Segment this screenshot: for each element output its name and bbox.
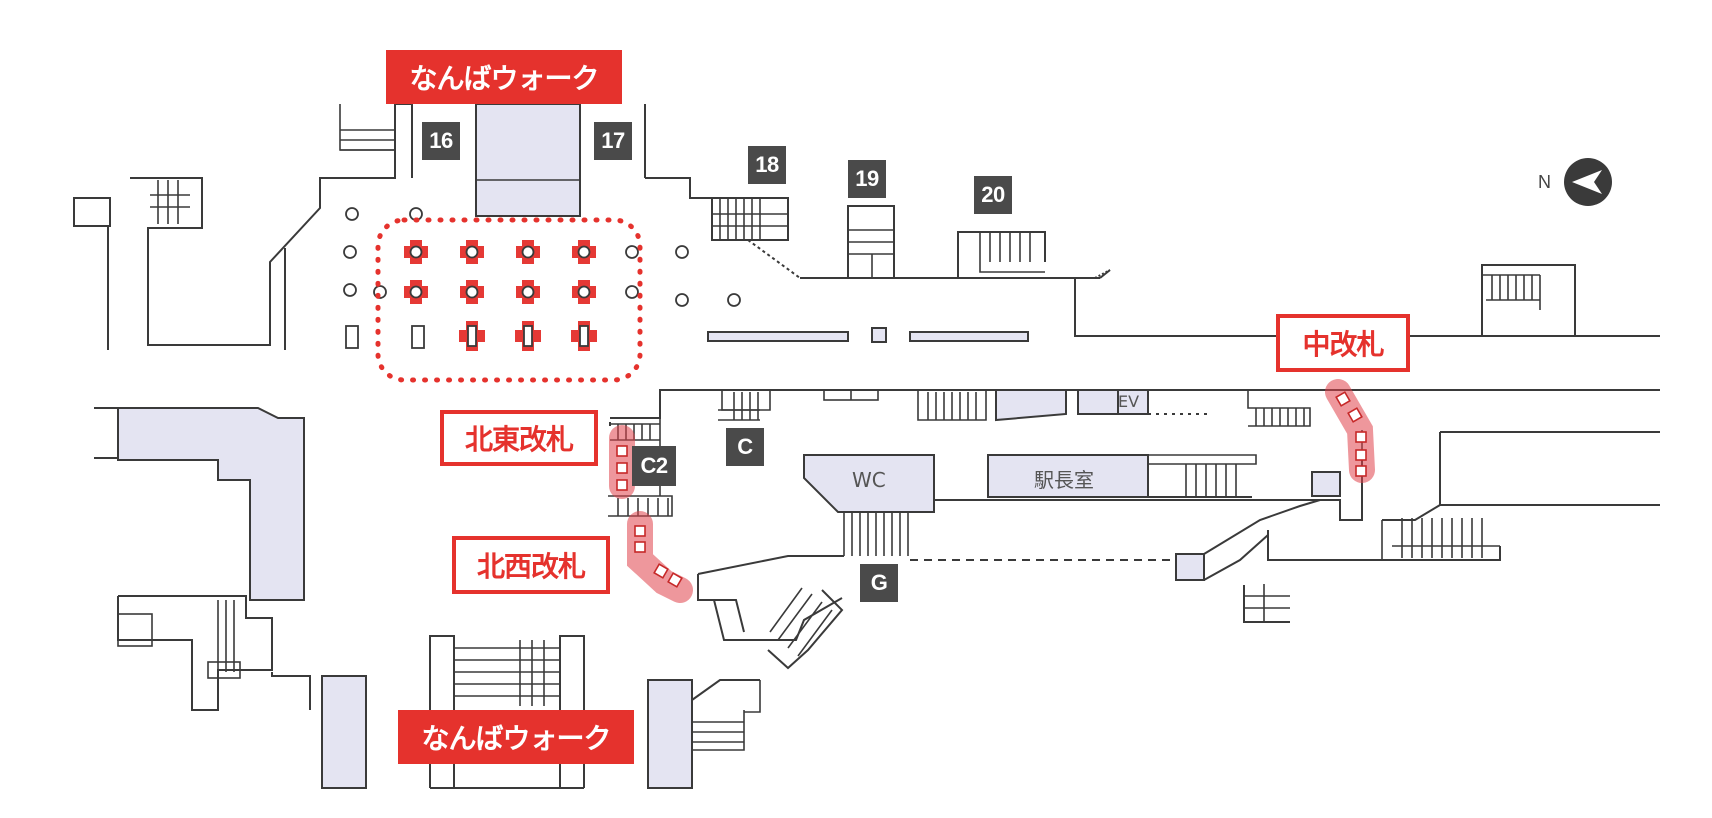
platform-benches [707, 327, 1029, 343]
south-stairs [697, 555, 844, 670]
pillars [343, 207, 741, 349]
seating-area [375, 217, 643, 383]
north-west-gate-label[interactable]: 北西改札 [452, 536, 610, 594]
upper-left-walls [73, 103, 413, 350]
exit-19-badge[interactable]: 19 [848, 160, 886, 198]
lower-left-structures [94, 407, 367, 789]
exit-18-badge[interactable]: 18 [748, 146, 786, 184]
middle-corridor [610, 389, 1660, 441]
elevator-label: EV [1118, 392, 1140, 411]
namba-walk-bottom-label[interactable]: なんばウォーク [398, 710, 634, 764]
north-west-gate-marker [627, 511, 693, 603]
central-rooms [803, 430, 1660, 623]
exit-c-badge[interactable]: C [726, 428, 764, 466]
exit-g-badge[interactable]: G [860, 564, 898, 602]
upper-right-walls [711, 197, 1660, 337]
exit-c2-badge[interactable]: C2 [632, 446, 676, 486]
center-gate-label[interactable]: 中改札 [1276, 314, 1410, 372]
north-arrow-icon [1564, 158, 1612, 206]
exit-17-badge[interactable]: 17 [594, 122, 632, 160]
station-master-office-label: 駅長室 [1034, 468, 1094, 492]
wc-label: WC [852, 468, 886, 492]
exit-16-badge[interactable]: 16 [422, 122, 460, 160]
north-east-gate-label[interactable]: 北東改札 [440, 410, 598, 466]
north-letter: N [1538, 172, 1551, 192]
north-east-gate-marker [609, 425, 635, 499]
exit-20-badge[interactable]: 20 [974, 176, 1012, 214]
namba-walk-top-entrance [475, 103, 712, 217]
seat-row-1 [404, 240, 596, 264]
center-gate-marker [1325, 379, 1375, 483]
seat-row-3 [459, 321, 597, 351]
namba-walk-top-label[interactable]: なんばウォーク [386, 50, 622, 104]
seat-row-2 [404, 280, 596, 304]
